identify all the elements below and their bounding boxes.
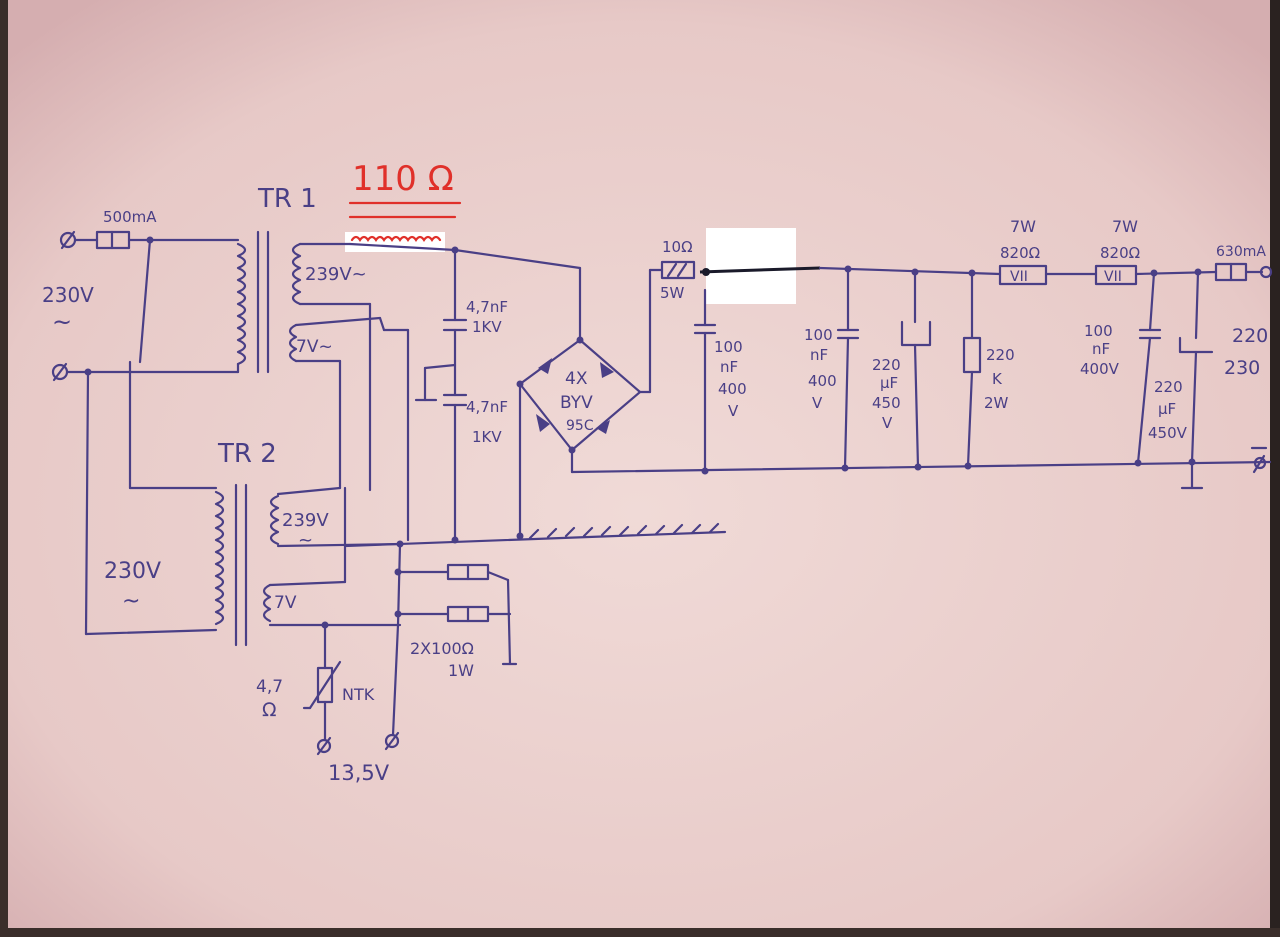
bleeder-l3: 2W bbox=[984, 394, 1009, 412]
cap1-l4: V bbox=[728, 402, 739, 420]
input-fuse-label: 500mA bbox=[103, 208, 157, 226]
tr1-lv-label: 7V~ bbox=[296, 337, 333, 357]
lv-output-label: 13,5V bbox=[328, 761, 390, 785]
tr2-label: TR 2 bbox=[217, 439, 277, 469]
bridge-rectifier: 4X BYV 95C bbox=[453, 248, 652, 538]
c1-voltage: 1KV bbox=[472, 318, 502, 336]
c2-value: 4,7nF bbox=[466, 398, 508, 416]
elcap2-l1: 220 bbox=[1154, 378, 1183, 396]
tr2-lv-label: 7V bbox=[274, 593, 297, 613]
elcap1-l1: 220 bbox=[872, 356, 901, 374]
r2-roman: VII bbox=[1104, 269, 1122, 285]
cap2-l1: 100 bbox=[804, 326, 833, 344]
ground-rail bbox=[343, 522, 727, 548]
output-l2: 230 bbox=[1224, 357, 1260, 379]
lv-res-label: 2X100Ω bbox=[410, 639, 474, 658]
bridge-label-1: 4X bbox=[565, 369, 588, 389]
cap1-l1: 100 bbox=[714, 338, 743, 356]
hv-dc-section: 10Ω 5W 100 nF 400 V 100 nF 400 bbox=[570, 217, 1273, 490]
tr2-primary-label: 230V bbox=[104, 559, 161, 584]
r1-power: 7W bbox=[1010, 217, 1036, 236]
lv-section: 2X100Ω 1W NTK 4,7 Ω 13,5V bbox=[256, 542, 518, 785]
input-section: 500mA 230V ~ bbox=[42, 208, 157, 382]
cap2-l4: V bbox=[812, 394, 823, 412]
tr2-primary-ac: ~ bbox=[122, 589, 140, 614]
cap2-l3: 400 bbox=[808, 372, 837, 390]
r2-power: 7W bbox=[1112, 217, 1138, 236]
bleeder-l2: K bbox=[992, 370, 1003, 388]
r1-roman: VII bbox=[1010, 269, 1028, 285]
ntk-label: NTK bbox=[342, 685, 375, 704]
output-fuse-label: 630mA bbox=[1216, 244, 1266, 260]
bleeder-l1: 220 bbox=[986, 346, 1015, 364]
bridge-label-2: BYV bbox=[560, 393, 593, 413]
cap3-l1: 100 bbox=[1084, 322, 1113, 340]
output-l1: 220 bbox=[1232, 325, 1268, 347]
ntk-unit: Ω bbox=[262, 699, 277, 721]
r1-value: 820Ω bbox=[1000, 244, 1040, 262]
tr1-hv-label: 239V~ bbox=[305, 264, 367, 285]
cap3-l3: 400V bbox=[1080, 360, 1120, 378]
elcap1-l2: μF bbox=[880, 374, 898, 392]
series-resistor bbox=[660, 260, 696, 280]
r2-value: 820Ω bbox=[1100, 244, 1140, 262]
elcap1-l4: V bbox=[882, 414, 893, 432]
cap1-l3: 400 bbox=[718, 380, 747, 398]
ntk-value: 4,7 bbox=[256, 677, 283, 697]
hv-capacitors: 4,7nF 1KV 4,7nF 1KV bbox=[414, 246, 508, 542]
c2-voltage: 1KV bbox=[472, 428, 502, 446]
elcap2-l3: 450V bbox=[1148, 424, 1188, 442]
red-annotation-text: 110 Ω bbox=[352, 159, 454, 199]
tr1-label: TR 1 bbox=[257, 184, 317, 214]
input-ac-symbol: ~ bbox=[52, 308, 72, 336]
input-voltage-label: 230V bbox=[42, 283, 94, 307]
red-correction: 110 Ω bbox=[345, 159, 462, 252]
c1-value: 4,7nF bbox=[466, 298, 508, 316]
cap1-l2: nF bbox=[720, 358, 738, 376]
series-r-value: 10Ω bbox=[662, 238, 693, 256]
elcap1-l3: 450 bbox=[872, 394, 901, 412]
elcap2-l2: μF bbox=[1158, 400, 1176, 418]
series-r-power: 5W bbox=[660, 284, 685, 302]
lv-res-watt: 1W bbox=[448, 661, 474, 680]
transformer-tr1: TR 1 239V~ 7V~ bbox=[86, 184, 457, 542]
tr2-hv-ac: ~ bbox=[298, 530, 313, 551]
cap2-l2: nF bbox=[810, 346, 828, 364]
cap3-l2: nF bbox=[1092, 340, 1110, 358]
tr2-hv-label: 239V bbox=[282, 510, 329, 531]
transformer-tr2: TR 2 230V ~ 239V ~ 7V bbox=[84, 238, 402, 647]
bridge-label-3: 95C bbox=[566, 418, 594, 434]
